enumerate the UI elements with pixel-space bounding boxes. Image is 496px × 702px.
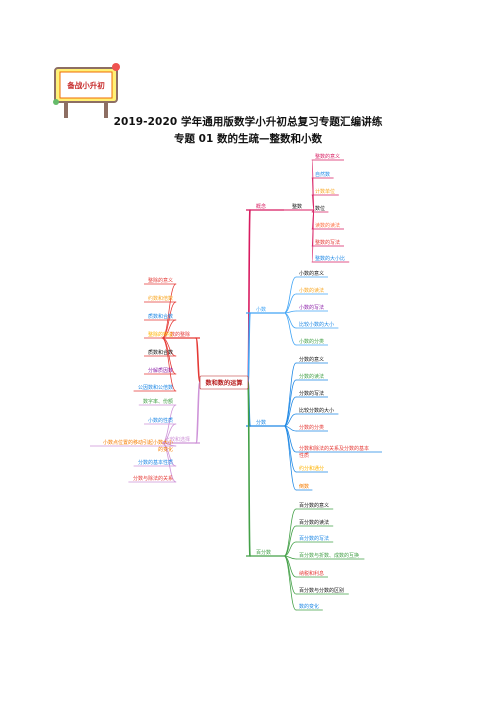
- leaf-1-1: 小数的读法: [299, 287, 324, 294]
- leaf-2-3: 比较分数的大小: [299, 407, 334, 414]
- document-subtitle: 专题 01 数的生疏—整数和小数: [174, 133, 322, 145]
- leaf-3-2: 百分数的写法: [299, 535, 329, 542]
- leaf-1-3: 比较小数的大小: [299, 321, 334, 328]
- leaf-3-6: 数的变化: [299, 603, 319, 610]
- leaf-4-1: 约数和倍数: [148, 295, 173, 302]
- leaf-5-0: 数字率、份额: [143, 398, 173, 405]
- branch-label-3: 百分数: [256, 549, 271, 556]
- leaf-0-1: 自然数: [315, 171, 330, 178]
- leaf-0-6: 整数的大小比: [315, 255, 345, 262]
- leaf-1-0: 小数的意义: [299, 270, 324, 277]
- sub-node-label: 整数: [292, 203, 302, 210]
- center-label: 数和数的运算: [205, 379, 242, 387]
- leaf-5-3: 分数的基本性质: [138, 459, 173, 466]
- leaf-2-4: 分数的分类: [299, 424, 324, 431]
- leaf-2-6: 约分和通分: [299, 465, 324, 472]
- leaf-5-2-cont: 的变化: [158, 446, 173, 453]
- leaf-0-3: 数位: [315, 205, 325, 212]
- leaf-2-7: 倒数: [299, 483, 309, 490]
- leaf-1-4: 小数的分类: [299, 338, 324, 345]
- leaf-4-6: 公因数和公倍数: [138, 384, 173, 391]
- branch-label-1: 小数: [256, 306, 266, 313]
- leaf-0-0: 整数的意义: [315, 153, 340, 160]
- leaf-3-1: 百分数的读法: [299, 519, 329, 526]
- leaf-2-2: 分数的写法: [299, 390, 324, 397]
- leaf-1-2: 小数的写法: [299, 304, 324, 311]
- leaf-4-4: 质数和合数: [148, 349, 173, 356]
- leaf-3-5: 百分数与分数的区别: [299, 587, 344, 594]
- leaf-5-4: 分数与除法的关系: [133, 475, 173, 482]
- branch-label-2: 分数: [256, 419, 266, 426]
- leaf-2-5-cont: 性质: [299, 452, 309, 459]
- logo-text: 备战小升初: [66, 80, 105, 90]
- leaf-2-5: 分数和除法的关系及分数的基本: [299, 445, 369, 452]
- branch-label-5: 比较和选择: [165, 436, 190, 443]
- center-node: 数和数的运算: [199, 375, 249, 390]
- logo-illustration: 备战小升初: [53, 63, 120, 118]
- branch-label-4: 数的整除: [170, 331, 190, 338]
- leaf-2-1: 分数的读法: [299, 373, 324, 380]
- leaf-0-2: 计数单位: [315, 188, 335, 195]
- leaf-0-4: 读数的读法: [315, 222, 340, 229]
- leaf-4-0: 整除的意义: [148, 277, 173, 284]
- leaf-3-3: 百分数与折数、成数的互换: [299, 552, 359, 559]
- document-title: 2019-2020 学年通用版数学小升初总复习专题汇编讲练: [113, 116, 383, 128]
- leaf-2-0: 分数的意义: [299, 356, 324, 363]
- leaf-3-4: 纳税和利息: [299, 570, 324, 577]
- branch-label-0: 概念: [256, 203, 266, 210]
- leaf-0-5: 整数的写法: [315, 239, 340, 246]
- leaf-4-2: 质数和合数: [148, 313, 173, 320]
- leaf-5-2: 小数点位置的移动引起小数大小: [103, 439, 173, 446]
- leaf-3-0: 百分数的意义: [299, 502, 329, 509]
- leaf-4-3: 整除的特征: [148, 331, 173, 338]
- leaf-5-1: 小数的性质: [148, 417, 173, 424]
- leaf-4-5: 分解质因数: [148, 367, 173, 374]
